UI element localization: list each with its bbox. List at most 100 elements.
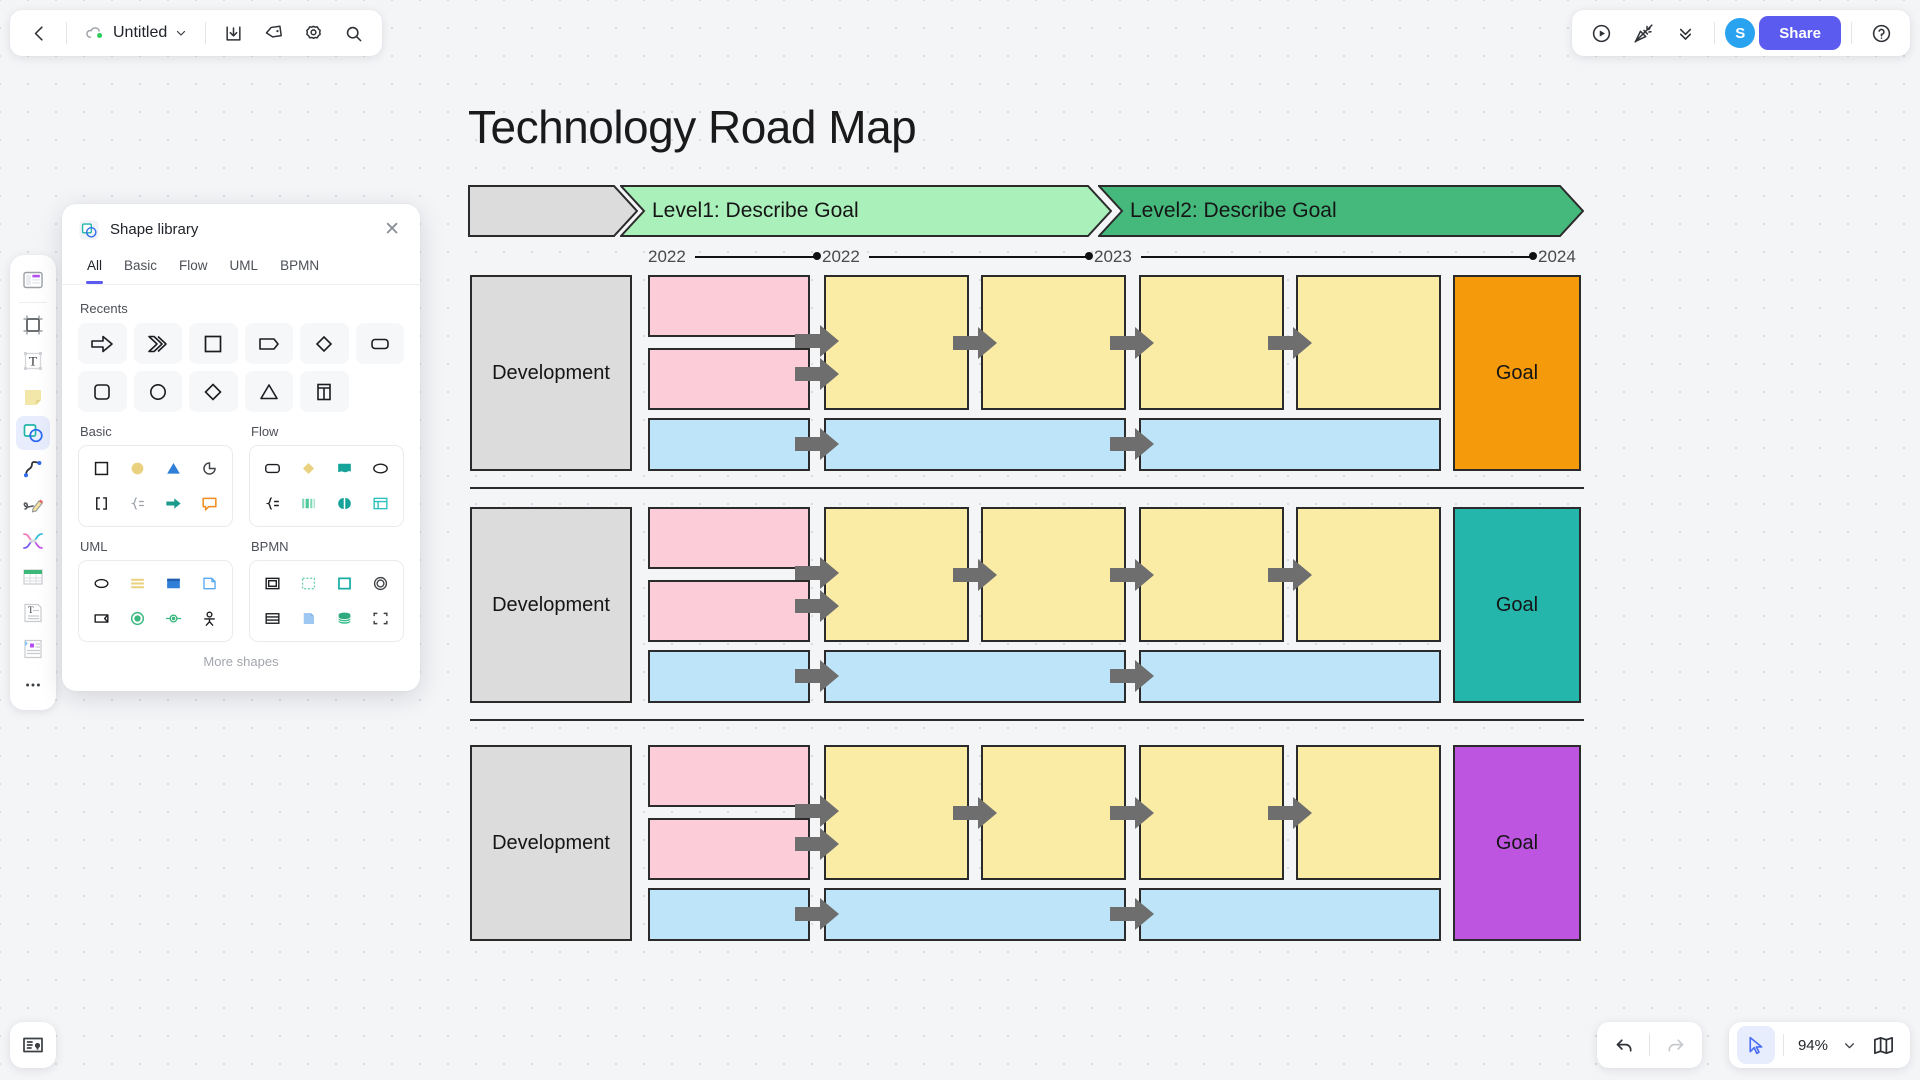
share-button[interactable]: Share — [1759, 16, 1841, 50]
zoom-value[interactable]: 94% — [1797, 1036, 1828, 1054]
shape-triangle-filled-icon[interactable] — [156, 453, 192, 484]
sticky-note-tool[interactable] — [16, 380, 50, 414]
banner-chevron-1[interactable]: Level1: Describe Goal — [620, 185, 1112, 237]
task-box-pink[interactable] — [648, 348, 810, 410]
task-box-yellow[interactable] — [1296, 745, 1441, 880]
task-box-blue[interactable] — [824, 650, 1126, 703]
tab-uml[interactable]: UML — [229, 258, 259, 273]
shape-layers-icon[interactable] — [119, 568, 155, 599]
tag-button[interactable] — [254, 14, 292, 52]
task-box-yellow[interactable] — [824, 745, 969, 880]
shape-marker-box-icon[interactable] — [363, 603, 399, 634]
tab-basic[interactable]: Basic — [124, 258, 158, 273]
task-box-yellow[interactable] — [1296, 507, 1441, 642]
timeline-label-3[interactable]: 2024 — [1538, 247, 1576, 266]
shape-arc-icon[interactable] — [192, 453, 228, 484]
shape-subprocess-icon[interactable] — [254, 568, 290, 599]
shape-actor-icon[interactable] — [192, 603, 228, 634]
shape-rounded-rect-icon[interactable] — [355, 323, 404, 364]
shape-bars-icon[interactable] — [290, 488, 326, 519]
timeline-label-1[interactable]: 2022 — [822, 247, 860, 266]
shape-diamond-filled-icon[interactable] — [290, 453, 326, 484]
shape-frame-icon[interactable] — [83, 603, 119, 634]
shape-block-arrow-icon[interactable] — [78, 323, 127, 364]
shape-tag-shape-icon[interactable] — [244, 323, 293, 364]
task-box-yellow[interactable] — [981, 275, 1126, 410]
task-box-blue[interactable] — [648, 418, 810, 471]
task-box-pink[interactable] — [648, 507, 810, 569]
lane-label-box-2[interactable]: Development — [470, 745, 632, 941]
text-doc-tool[interactable]: T — [16, 596, 50, 630]
lane-label-box-1[interactable]: Development — [470, 507, 632, 703]
shape-list-box-icon[interactable] — [254, 603, 290, 634]
text-box-tool[interactable]: T — [16, 344, 50, 378]
task-box-yellow[interactable] — [1296, 275, 1441, 410]
task-box-pink[interactable] — [648, 580, 810, 642]
undo-button[interactable] — [1605, 1026, 1643, 1064]
task-box-blue[interactable] — [824, 418, 1126, 471]
task-box-pink[interactable] — [648, 818, 810, 880]
shapes-tool[interactable] — [16, 416, 50, 450]
shape-ellipse-icon[interactable] — [83, 568, 119, 599]
tab-bpmn[interactable]: BPMN — [280, 258, 320, 273]
task-box-yellow[interactable] — [824, 507, 969, 642]
task-box-blue[interactable] — [824, 888, 1126, 941]
shape-port-icon[interactable] — [156, 603, 192, 634]
shape-end-event-icon[interactable] — [363, 568, 399, 599]
shape-brace-equals-icon[interactable] — [254, 488, 290, 519]
pages-button[interactable] — [1864, 1026, 1902, 1064]
task-box-blue[interactable] — [1139, 650, 1441, 703]
shape-window-icon[interactable] — [156, 568, 192, 599]
shape-brackets-icon[interactable] — [83, 488, 119, 519]
shape-chevron-arrow-icon[interactable] — [133, 323, 182, 364]
shape-brace-list-icon[interactable] — [119, 488, 155, 519]
task-box-blue[interactable] — [1139, 888, 1441, 941]
redo-button[interactable] — [1656, 1026, 1694, 1064]
shape-rhombus-icon[interactable] — [189, 371, 238, 412]
shape-circle-icon[interactable] — [133, 371, 182, 412]
shape-diamond-icon[interactable] — [300, 323, 349, 364]
help-button[interactable] — [1862, 14, 1900, 52]
timeline-label-2[interactable]: 2023 — [1094, 247, 1132, 266]
shape-data-store-icon[interactable] — [327, 603, 363, 634]
card-tool[interactable] — [16, 632, 50, 666]
diagram-title[interactable]: Technology Road Map — [468, 101, 917, 153]
task-box-yellow[interactable] — [1139, 275, 1284, 410]
goal-box-2[interactable]: Goal — [1453, 745, 1581, 941]
pen-tool[interactable] — [16, 488, 50, 522]
zoom-options-button[interactable] — [1836, 1026, 1862, 1064]
task-box-yellow[interactable] — [981, 507, 1126, 642]
goal-box-1[interactable]: Goal — [1453, 507, 1581, 703]
shape-arrow-filled-icon[interactable] — [156, 488, 192, 519]
celebrate-button[interactable] — [1624, 14, 1662, 52]
shape-split-circle-icon[interactable] — [327, 488, 363, 519]
more-tools-button[interactable] — [16, 668, 50, 702]
shape-data-object-icon[interactable] — [290, 603, 326, 634]
banner-chevron-0[interactable] — [468, 185, 638, 237]
shape-rounded-rect-icon[interactable] — [254, 453, 290, 484]
shape-triangle-icon[interactable] — [244, 371, 293, 412]
table-tool[interactable] — [16, 560, 50, 594]
template-tool[interactable] — [16, 263, 50, 297]
shape-dashed-box-icon[interactable] — [290, 568, 326, 599]
connector-tool[interactable] — [16, 452, 50, 486]
search-button[interactable] — [334, 14, 372, 52]
shape-target-circle-icon[interactable] — [119, 603, 155, 634]
settings-button[interactable] — [294, 14, 332, 52]
shape-square-icon[interactable] — [83, 453, 119, 484]
shape-task-icon[interactable] — [327, 568, 363, 599]
shape-rounded-square-icon[interactable] — [78, 371, 127, 412]
frame-tool[interactable] — [16, 308, 50, 342]
task-box-yellow[interactable] — [981, 745, 1126, 880]
document-title-button[interactable]: Untitled — [75, 14, 197, 52]
task-box-yellow[interactable] — [1139, 507, 1284, 642]
more-shapes-link[interactable]: More shapes — [203, 654, 279, 669]
tab-flow[interactable]: Flow — [179, 258, 208, 273]
more-actions-button[interactable] — [1666, 14, 1704, 52]
task-box-yellow[interactable] — [824, 275, 969, 410]
back-button[interactable] — [20, 14, 58, 52]
tips-button[interactable] — [10, 1022, 56, 1068]
cursor-tool-button[interactable] — [1736, 1026, 1775, 1064]
task-box-pink[interactable] — [648, 275, 810, 337]
tab-all[interactable]: All — [76, 251, 113, 284]
